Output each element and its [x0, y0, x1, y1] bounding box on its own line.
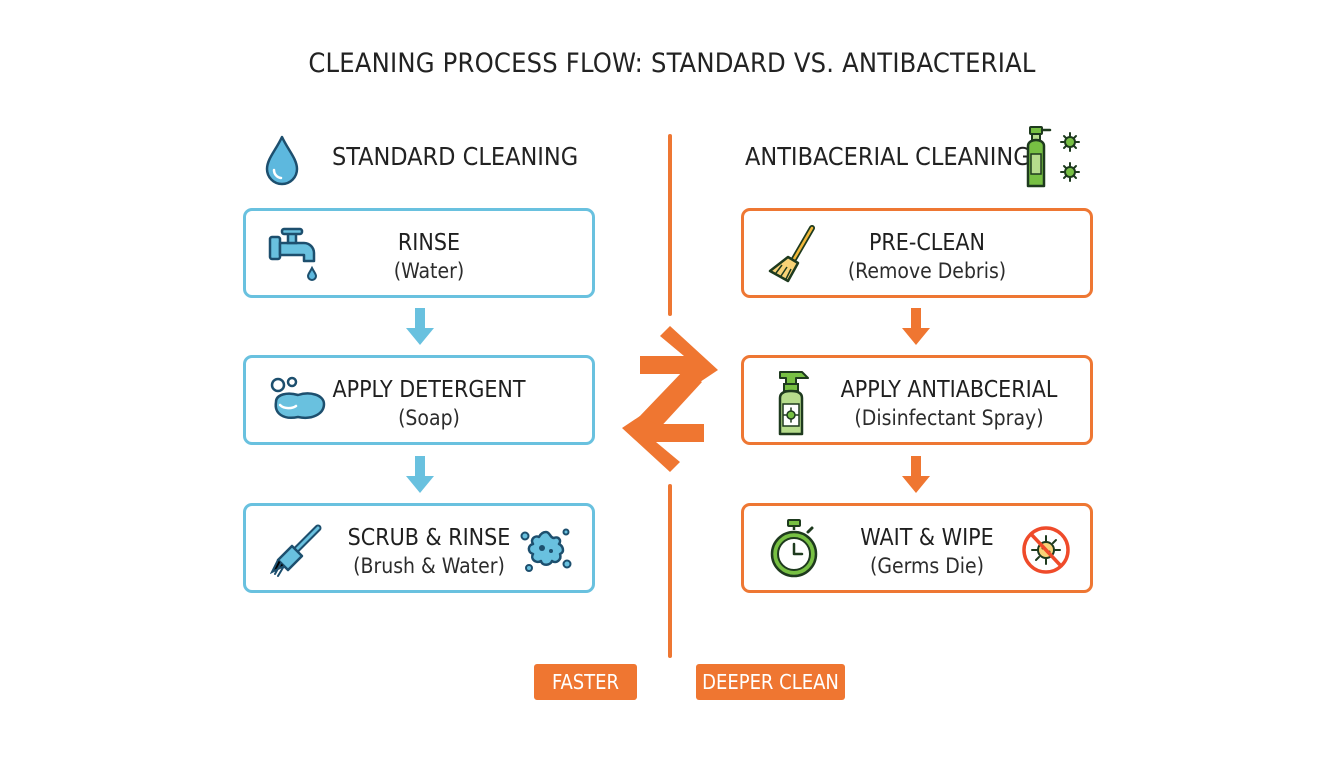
faster-badge: FASTER [534, 664, 637, 700]
center-divider-top [668, 134, 672, 316]
down-arrow-icon [902, 456, 930, 493]
step-subtitle: (Soap) [398, 406, 460, 430]
germ-splat-icon [520, 528, 572, 572]
standard-step-rinse: RINSE (Water) [243, 208, 595, 298]
step-subtitle: (Brush & Water) [353, 554, 505, 578]
no-germs-icon [1022, 526, 1070, 574]
step-subtitle: (Remove Debris) [847, 259, 1007, 283]
deeper-clean-badge: DEEPER CLEAN [696, 664, 845, 700]
standard-step-scrub-rinse: SCRUB & RINSE (Brush & Water) [243, 503, 595, 593]
stopwatch-icon [770, 519, 818, 578]
step-title: PRE-CLEAN [868, 230, 986, 256]
down-arrow-icon [406, 308, 434, 345]
standard-heading: STANDARD CLEANING [332, 142, 579, 171]
down-arrow-icon [902, 308, 930, 345]
center-divider-bottom [668, 484, 672, 658]
water-drop-icon [265, 135, 299, 186]
step-subtitle: (Germs Die) [869, 554, 985, 578]
disinfectant-bottle-icon [1026, 126, 1080, 188]
down-arrow-icon [406, 456, 434, 493]
step-title: APPLY DETERGENT [332, 377, 526, 403]
faucet-icon [268, 227, 318, 281]
antibacterial-heading: ANTIBACERIAL CLEANING [745, 142, 1031, 171]
step-title: APPLY ANTIABCERIAL [840, 377, 1058, 403]
antibacterial-step-apply: APPLY ANTIABCERIAL (Disinfectant Spray) [741, 355, 1093, 445]
soap-bubbles-icon [270, 376, 326, 419]
standard-step-apply-detergent: APPLY DETERGENT (Soap) [243, 355, 595, 445]
step-subtitle: (Water) [393, 259, 465, 283]
broom-icon [768, 225, 815, 283]
diagram-title: CLEANING PROCESS FLOW: STANDARD VS. ANTI… [308, 48, 1036, 79]
step-subtitle: (Disinfectant Spray) [854, 406, 1044, 430]
antibacterial-step-wait-wipe: WAIT & WIPE (Germs Die) [741, 503, 1093, 593]
step-title: RINSE [397, 230, 461, 256]
step-title: SCRUB & RINSE [347, 525, 511, 551]
brush-icon [270, 524, 322, 577]
antibacterial-step-pre-clean: PRE-CLEAN (Remove Debris) [741, 208, 1093, 298]
exchange-arrows-icon [622, 326, 718, 472]
step-title: WAIT & WIPE [860, 525, 994, 551]
spray-bottle-icon [778, 371, 809, 436]
